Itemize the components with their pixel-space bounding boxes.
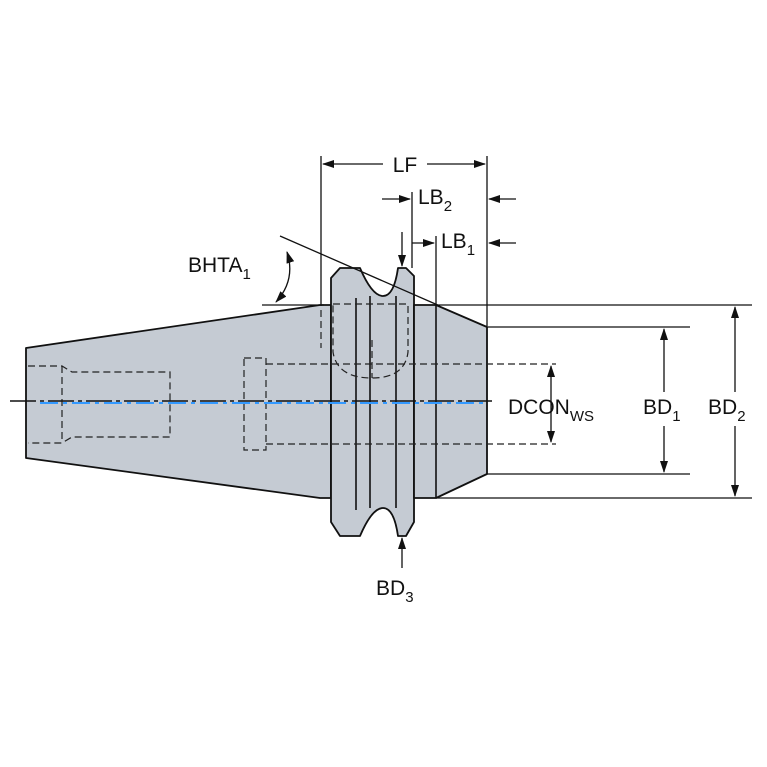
- dimension-lb1: LB1: [412, 230, 516, 259]
- lb2-subscript: 2: [444, 198, 452, 215]
- lf-label: LF: [393, 154, 418, 177]
- dimension-bd2: BD2: [708, 306, 760, 497]
- bhta1-subscript: 1: [242, 266, 250, 283]
- dimension-bd1: BD1: [640, 328, 690, 473]
- middle-recess-hidden: [243, 357, 267, 451]
- svg-text:LB2: LB2: [418, 186, 452, 215]
- bd1-label: BD: [643, 396, 672, 419]
- bd1-subscript: 1: [672, 408, 680, 425]
- dimension-lf: LF: [322, 150, 486, 177]
- bd2-label: BD: [708, 396, 737, 419]
- svg-text:DCONWS: DCONWS: [508, 396, 594, 425]
- bd2-subscript: 2: [737, 408, 745, 425]
- svg-text:LF: LF: [393, 154, 418, 177]
- extension-lines: [262, 156, 752, 499]
- hidden-features: [28, 303, 556, 451]
- dimension-lb2: LB2: [382, 186, 516, 215]
- dimension-bhta1: BHTA1: [188, 251, 295, 303]
- lb1-label: LB: [441, 230, 467, 253]
- dcon-ws-subscript: WS: [570, 408, 594, 425]
- svg-text:BD3: BD3: [376, 577, 414, 606]
- drive-slot-hidden: [332, 303, 409, 379]
- dimension-bd3: BD3: [376, 232, 414, 606]
- lb2-label: LB: [418, 186, 444, 209]
- rear-bore-hidden: [28, 365, 171, 444]
- bhta1-label: BHTA: [188, 254, 242, 277]
- dimension-dcon-ws: DCONWS: [508, 365, 594, 443]
- svg-text:BD1: BD1: [643, 396, 681, 425]
- centerline: [10, 400, 496, 404]
- bd3-label: BD: [376, 577, 405, 600]
- bd3-subscript: 3: [405, 589, 413, 606]
- svg-text:LB1: LB1: [441, 230, 475, 259]
- svg-text:BHTA1: BHTA1: [188, 254, 251, 283]
- svg-text:BD2: BD2: [708, 396, 746, 425]
- lb1-subscript: 1: [467, 242, 475, 259]
- dcon-ws-label: DCON: [508, 396, 570, 419]
